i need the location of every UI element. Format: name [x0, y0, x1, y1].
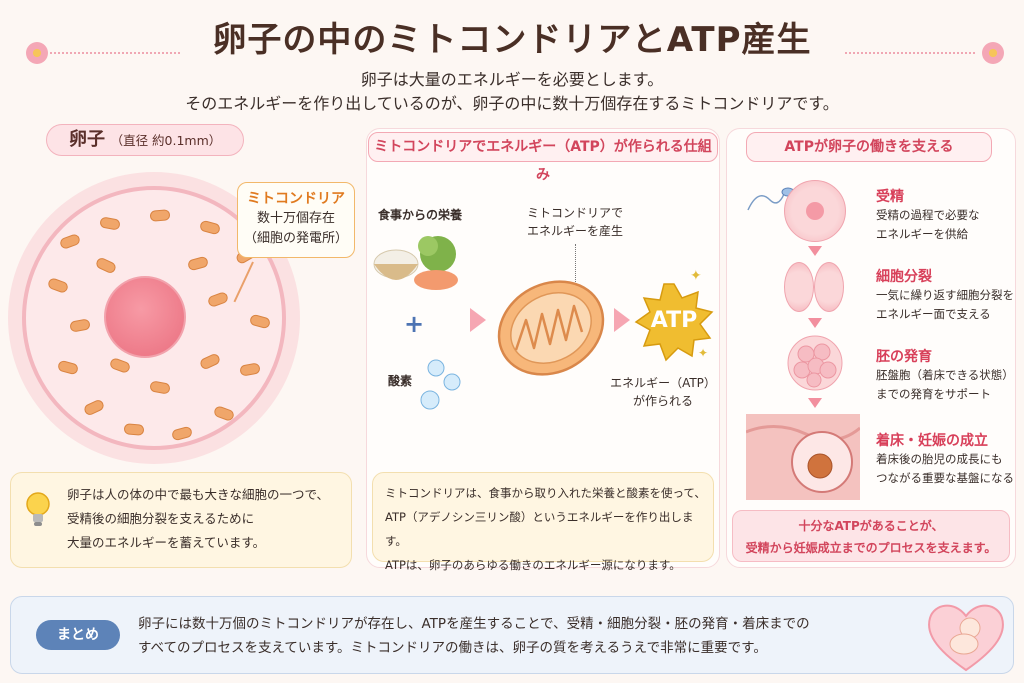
support-footer-line-1: 十分なATPがあることが、: [798, 519, 944, 533]
subtitle-line-1: 卵子は大量のエネルギーを必要とします。: [360, 70, 664, 89]
mitochondrion-illustration: [497, 280, 605, 376]
pronucleus: [806, 202, 824, 220]
decorative-line-right: [845, 52, 975, 54]
step-title: 受精: [876, 189, 904, 205]
step-arrow-1: [808, 246, 822, 256]
step-implantation: 着床・妊娠の成立 着床後の胎児の成長にも つながる重要な基盤になる: [876, 430, 1016, 488]
plus-sign: +: [404, 310, 425, 338]
mito-label-line-1: ミトコンドリアで: [526, 206, 623, 220]
egg-info-line-2: 受精後の細胞分裂を支えるために: [67, 511, 255, 526]
arrow-to-mitochondria: [470, 308, 486, 332]
atp-burst-icon: [634, 283, 714, 362]
egg-label-main: 卵子: [69, 129, 105, 150]
mito-label-line-2: エネルギーを産生: [526, 224, 623, 238]
step-text-2: つながる重要な基盤になる: [876, 471, 1014, 485]
decorative-line-left: [50, 52, 180, 54]
step-text-1: 着床後の胎児の成長にも: [876, 452, 1003, 466]
flower-icon: [982, 42, 1004, 64]
step-title: 胚の発育: [876, 349, 932, 365]
egg-label: 卵子 （直径 約0.1mm）: [46, 124, 244, 156]
step-embryo-development: 胚の発育 胚盤胞（着床できる状態） までの発育をサポート: [876, 346, 1016, 404]
oxygen-bubbles-icon: [420, 359, 461, 410]
egg-info-line-3: 大量のエネルギーを蓄えています。: [67, 535, 266, 550]
mitochondrion-icon: [123, 423, 145, 436]
summary-badge: まとめ: [36, 620, 120, 650]
two-cell-right-icon: [814, 262, 844, 312]
egg-info-line-1: 卵子は人の体の中で最も大きな細胞の一つで、: [67, 487, 330, 502]
step-arrow-3: [808, 398, 822, 408]
oxygen-label: 酸素: [388, 374, 413, 388]
sparkle-icon: ✦: [698, 346, 709, 360]
flower-icon: [26, 42, 48, 64]
nucleus: [104, 276, 186, 358]
support-heading: ATPが卵子の働きを支える: [746, 132, 992, 162]
page-title: 卵子の中のミトコンドリアとATP産生: [212, 20, 812, 60]
summary-line-1: 卵子には数十万個のミトコンドリアが存在し、ATPを産生することで、受精・細胞分裂…: [138, 616, 810, 632]
step-arrow-2: [808, 318, 822, 328]
callout-line-2: （細胞の発電所）: [243, 231, 348, 246]
summary-text: 卵子には数十万個のミトコンドリアが存在し、ATPを産生することで、受精・細胞分裂…: [138, 612, 918, 660]
subtitle-line-2: そのエネルギーを作り出しているのが、卵子の中に数十万個存在するミトコンドリアです…: [185, 94, 839, 113]
implantation-illustration: [746, 414, 860, 500]
atp-label-line-2: が作られる: [632, 394, 693, 408]
summary-box: [10, 596, 1014, 674]
callout-title: ミトコンドリア: [247, 191, 345, 207]
step-text-1: 受精の過程で必要な: [876, 208, 980, 222]
egg-label-sub: （直径 約0.1mm）: [110, 133, 222, 148]
mitochondria-callout: ミトコンドリア 数十万個存在 （細胞の発電所）: [237, 182, 355, 258]
step-cell-division: 細胞分裂 一気に繰り返す細胞分裂を エネルギー面で支える: [876, 266, 1016, 324]
food-icon: [373, 236, 458, 290]
callout-line-1: 数十万個存在: [256, 211, 335, 226]
step-fertilization: 受精 受精の過程で必要な エネルギーを供給: [876, 186, 1016, 244]
mechanism-heading: ミトコンドリアでエネルギー（ATP）が作られる仕組み: [368, 132, 718, 183]
mechanism-info-line-3: ATPは、卵子のあらゆる働きのエネルギー源になります。: [385, 558, 681, 572]
support-footer: 十分なATPがあることが、 受精から妊娠成立までのプロセスを支えます。: [732, 510, 1010, 562]
sparkle-icon: ✦: [690, 268, 702, 284]
two-cell-left-icon: [784, 262, 814, 312]
support-footer-line-2: 受精から妊娠成立までのプロセスを支えます。: [745, 541, 997, 555]
step-text-2: エネルギーを供給: [876, 227, 968, 241]
atp-label-line-1: エネルギー（ATP）: [610, 376, 716, 390]
lightbulb-icon: [26, 492, 50, 526]
step-text-2: エネルギー面で支える: [876, 307, 991, 321]
atp-produced-label: エネルギー（ATP） が作られる: [598, 374, 728, 410]
step-text-1: 胚盤胞（着床できる状態）: [876, 368, 1014, 382]
mechanism-info-line-1: ミトコンドリアは、食事から取り入れた栄養と酸素を使って、: [385, 486, 706, 500]
summary-line-2: すべてのプロセスを支えています。ミトコンドリアの働きは、卵子の質を考えるうえで非…: [138, 640, 767, 656]
arrow-to-atp: [614, 308, 630, 332]
morula-icon: [787, 335, 843, 391]
mechanism-info-line-2: ATP（アデノシン三リン酸）というエネルギーを作り出します。: [385, 510, 694, 548]
mito-label-pointer: [575, 244, 576, 284]
atp-badge-text: ATP: [650, 308, 698, 333]
step-title: 着床・妊娠の成立: [876, 433, 988, 449]
step-text-1: 一気に繰り返す細胞分裂を: [876, 288, 1014, 302]
egg-info-box: 卵子は人の体の中で最も大きな細胞の一つで、 受精後の細胞分裂を支えるために 大量…: [10, 472, 352, 568]
mechanism-info-box: ミトコンドリアは、食事から取り入れた栄養と酸素を使って、 ATP（アデノシン三リ…: [372, 472, 714, 572]
food-label: 食事からの栄養: [378, 208, 463, 222]
step-text-2: までの発育をサポート: [876, 387, 991, 401]
step-title: 細胞分裂: [876, 269, 932, 285]
heart-baby-icon: [928, 604, 1004, 672]
mito-production-label: ミトコンドリアで エネルギーを産生: [500, 204, 650, 240]
